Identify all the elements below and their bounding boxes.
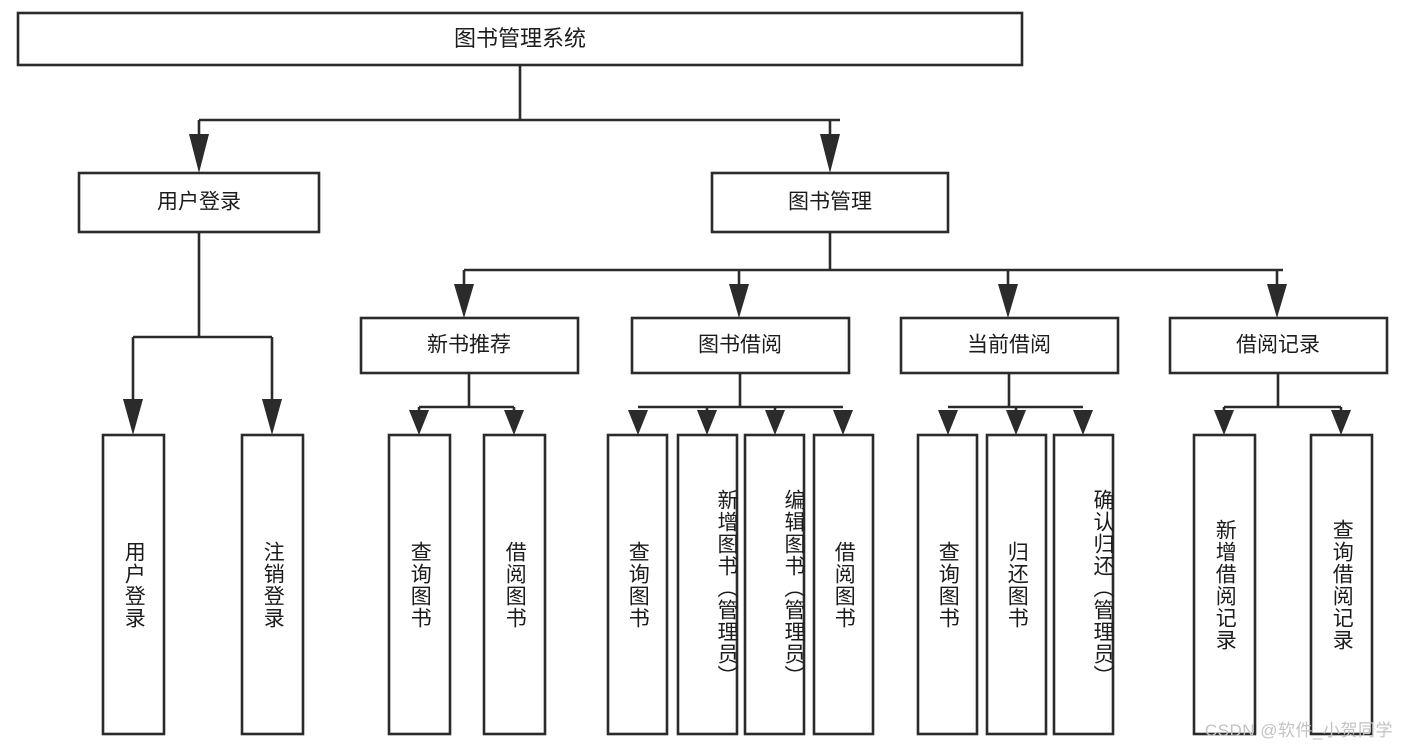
arrow-br-to-leaf-1	[1214, 410, 1234, 435]
node-leaf-query-record-box[interactable]	[1309, 433, 1374, 736]
node-borrow-record-label: 借阅记录	[1236, 334, 1320, 357]
node-root-label: 图书管理系统	[454, 26, 586, 51]
node-user-login-box[interactable]	[77, 171, 321, 234]
connector-group-book-borrow	[628, 373, 853, 435]
arrow-bb-to-leaf-1	[628, 410, 648, 435]
node-leaf-user-logout-box[interactable]	[240, 433, 305, 736]
node-borrow-record-box[interactable]	[1168, 316, 1389, 375]
connector-group-borrow-record	[1214, 373, 1351, 435]
node-leaf-borrow-book-2-box[interactable]	[812, 433, 875, 736]
node-book-borrow[interactable]: 图书借阅	[630, 316, 851, 375]
node-user-login[interactable]: 用户登录	[77, 171, 321, 234]
arrow-bb-to-leaf-2	[697, 410, 717, 435]
arrow-root-to-book-manage	[820, 134, 840, 173]
connector-group-current-borrow	[938, 373, 1093, 435]
connector-group-book-manage	[454, 232, 1287, 318]
arrow-book-manage-to-new-book-recommend	[454, 284, 474, 318]
node-book-borrow-box[interactable]	[630, 316, 851, 375]
node-current-borrow-label: 当前借阅	[967, 334, 1051, 357]
node-leaf-edit-book-box[interactable]	[743, 433, 806, 736]
node-leaf-query-book-1-box[interactable]	[387, 433, 452, 736]
arrow-nbr-to-leaf-1	[409, 410, 429, 435]
csdn-watermark: CSDN @软件_小贺同学	[1204, 721, 1393, 740]
node-leaf-query-book-2-box[interactable]	[606, 433, 669, 736]
arrow-bb-to-leaf-3	[765, 410, 785, 435]
node-book-manage-label: 图书管理	[788, 191, 872, 214]
arrow-nbr-to-leaf-2	[504, 410, 524, 435]
node-root[interactable]: 图书管理系统	[16, 11, 1024, 67]
arrow-cb-to-leaf-2	[1006, 410, 1026, 435]
node-current-borrow-box[interactable]	[899, 316, 1120, 375]
node-book-manage[interactable]: 图书管理	[710, 171, 950, 234]
arrow-bb-to-leaf-4	[833, 410, 853, 435]
node-new-book-recommend-label: 新书推荐	[427, 334, 511, 357]
node-leaf-user-login-box[interactable]	[101, 433, 166, 736]
node-new-book-recommend-box[interactable]	[359, 316, 580, 375]
node-leaf-return-book-box[interactable]	[985, 433, 1048, 736]
node-leaf-borrow-book-1-box[interactable]	[482, 433, 547, 736]
node-book-borrow-label: 图书借阅	[698, 334, 782, 357]
node-current-borrow[interactable]: 当前借阅	[899, 316, 1120, 375]
arrow-book-manage-to-current-borrow	[998, 284, 1018, 318]
arrow-cb-to-leaf-3	[1073, 410, 1093, 435]
arrow-user-login-to-leaf-2	[262, 399, 282, 435]
arrow-book-manage-to-borrow-record	[1267, 284, 1287, 318]
node-root-box[interactable]	[16, 11, 1024, 67]
connector-group-user-login	[123, 232, 282, 435]
connector-group-new-book-recommend	[409, 373, 524, 435]
node-borrow-record[interactable]: 借阅记录	[1168, 316, 1389, 375]
node-new-book-recommend[interactable]: 新书推荐	[359, 316, 580, 375]
node-user-login-label: 用户登录	[157, 191, 241, 214]
arrow-br-to-leaf-2	[1331, 410, 1351, 435]
connector-group-root	[189, 65, 840, 173]
node-book-manage-box[interactable]	[710, 171, 950, 234]
node-leaf-add-book-box[interactable]	[676, 433, 739, 736]
node-leaf-confirm-return-box[interactable]	[1052, 433, 1115, 736]
arrow-cb-to-leaf-1	[938, 410, 958, 435]
node-leaf-query-book-3-box[interactable]	[916, 433, 979, 736]
node-leaf-add-record-box[interactable]	[1192, 433, 1257, 736]
arrow-book-manage-to-book-borrow	[729, 284, 749, 318]
arrow-user-login-to-leaf-1	[123, 399, 143, 435]
arrow-root-to-user-login	[189, 134, 209, 173]
